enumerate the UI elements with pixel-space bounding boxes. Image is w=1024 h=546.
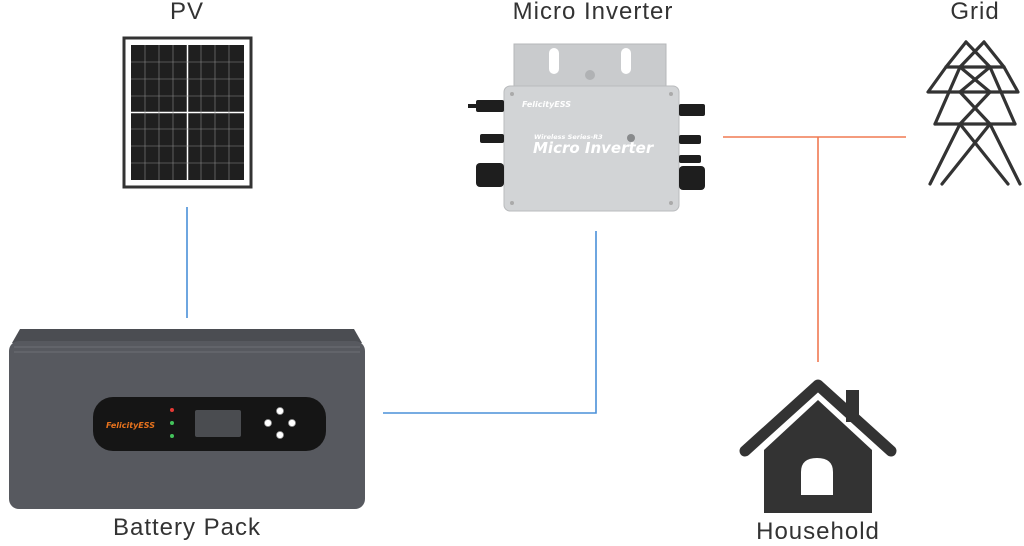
grid-label: Grid [950, 0, 1000, 25]
inverter-series-text: Wireless Series-R3 [534, 133, 603, 141]
battery-brand-text: FelicityESS [106, 421, 155, 430]
micro-inverter-label: Micro Inverter [512, 0, 674, 25]
micro-inverter-device: FelicityESS Wireless Series-R3 Micro Inv… [468, 43, 705, 212]
inverter-product-name: Micro Inverter [533, 139, 655, 157]
solar-panel-icon [122, 36, 253, 189]
pv-label: PV [169, 0, 205, 25]
house-icon [739, 379, 897, 513]
battery-to-inverter-line [383, 231, 597, 414]
inverter-brand-text: FelicityESS [522, 100, 571, 109]
dc-connections [186, 207, 597, 414]
ac-connections [723, 136, 906, 362]
battery-pack-label: Battery Pack [112, 514, 262, 541]
household-label: Household [756, 518, 880, 545]
battery-pack-device: FelicityESS [9, 329, 365, 509]
transmission-tower-icon [926, 40, 1022, 186]
